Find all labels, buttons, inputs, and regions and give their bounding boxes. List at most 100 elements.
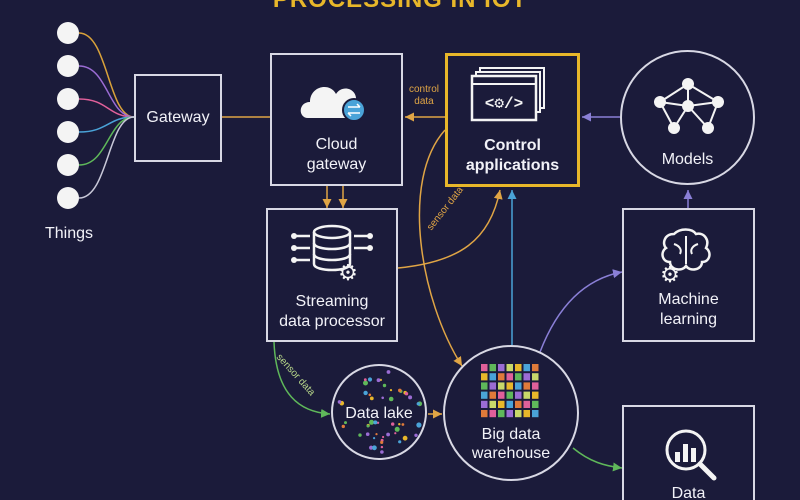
lake-dot: [363, 390, 368, 396]
thing-wires: [78, 32, 135, 199]
svg-text:⚙: ⚙: [338, 260, 358, 284]
lake-dot: [367, 377, 373, 382]
grid-cell: [515, 410, 522, 418]
grid-cell: [489, 364, 496, 372]
grid-cell: [523, 364, 530, 372]
thing-node: [57, 154, 79, 176]
grid-cell: [523, 400, 530, 408]
lake-dot: [375, 433, 378, 436]
grid-cell: [523, 410, 530, 418]
grid-cell: [498, 364, 505, 372]
streaming-label-2: data processor: [279, 313, 385, 330]
lake-dot: [381, 396, 384, 400]
grid-cell: [498, 382, 505, 390]
lake-dot: [376, 378, 381, 383]
brain-gear-icon: ⚙: [660, 228, 711, 284]
lake-dot: [372, 445, 377, 451]
lake-dot: [337, 400, 342, 404]
lake-dot: [398, 388, 402, 393]
lake-dot: [416, 402, 420, 406]
lake-dot: [365, 432, 370, 436]
lake-dot: [380, 445, 384, 449]
lake-dot: [401, 423, 405, 426]
grid-cell: [498, 400, 505, 408]
thing-wire: [78, 65, 135, 118]
grid-cell: [515, 382, 522, 390]
grid-cell: [506, 400, 513, 408]
lake-dot: [389, 389, 393, 392]
grid-cell: [489, 391, 496, 399]
lake-dot: [341, 424, 345, 429]
lake-dot: [358, 433, 362, 437]
cloud-gateway-label-2: gateway: [306, 156, 367, 173]
grid-cell: [481, 382, 488, 390]
lake-dot: [391, 422, 395, 426]
lake-dot: [402, 435, 408, 441]
grid-cell: [506, 364, 513, 372]
svg-text:<⚙/>: <⚙/>: [485, 95, 523, 113]
streaming-processor-box: [266, 208, 398, 342]
stream-lake-curve: [273, 341, 331, 418]
lake-dot: [368, 393, 372, 397]
grid-cell: [481, 410, 488, 418]
lake-dot: [408, 395, 413, 400]
cloud-gateway-label-1: Cloud: [315, 136, 358, 153]
things-label: Things: [44, 225, 94, 242]
thing-wire: [78, 116, 135, 199]
grid-cell: [532, 373, 539, 381]
cloud-sync-icon: [300, 87, 366, 122]
lake-dot: [394, 426, 400, 432]
grid-cell: [523, 382, 530, 390]
lake-dot: [414, 433, 418, 437]
grid-cell: [481, 391, 488, 399]
lake-dot: [373, 420, 378, 425]
control-warehouse-curve: [418, 129, 463, 367]
lake-dot: [373, 437, 376, 440]
data-lake-label: Data lake: [345, 405, 413, 422]
lake-dot: [386, 370, 391, 374]
control-applications-box: [445, 53, 580, 187]
lake-dot: [366, 424, 370, 428]
control-applications-label-1: Control: [484, 137, 541, 154]
grid-cell: [532, 391, 539, 399]
grid-cell: [506, 382, 513, 390]
lake-dot: [398, 440, 402, 444]
grid-cell: [498, 373, 505, 381]
code-window-icon: <⚙/>: [470, 67, 545, 122]
control-data-label: control data: [404, 84, 444, 108]
gateway-box: [134, 74, 222, 162]
thing-wire: [78, 116, 135, 166]
models-circle: [620, 50, 755, 185]
lake-dot: [363, 378, 367, 382]
models-label: Models: [661, 151, 714, 168]
thing-wire: [78, 98, 135, 118]
thing-wire: [78, 32, 135, 118]
grid-cell: [523, 373, 530, 381]
control-applications-label-2: applications: [465, 157, 560, 174]
sensor-data-curve: [397, 189, 503, 269]
thing-node: [57, 55, 79, 77]
grid-cell: [515, 373, 522, 381]
grid-cell: [515, 364, 522, 372]
grid-cell: [506, 391, 513, 399]
lake-dot: [394, 432, 397, 435]
lake-dot: [404, 392, 409, 396]
database-gear-icon: ⚙: [291, 224, 373, 284]
machine-learning-label-1: Machine: [658, 291, 719, 308]
lake-dot: [369, 445, 374, 450]
lake-dot: [382, 435, 385, 439]
lake-dot: [388, 396, 394, 402]
gateway-label: Gateway: [146, 109, 210, 126]
thing-node: [57, 121, 79, 143]
warehouse-label-1: Big data: [481, 426, 541, 443]
lake-dot: [398, 423, 401, 426]
grid-cell: [481, 364, 488, 372]
warehouse-data-curve: [572, 447, 623, 472]
lake-dot: [344, 421, 347, 425]
lake-dot: [380, 450, 384, 454]
dot-scatter-icon: [337, 370, 423, 454]
grid-cell: [515, 400, 522, 408]
grid-cell: [498, 391, 505, 399]
